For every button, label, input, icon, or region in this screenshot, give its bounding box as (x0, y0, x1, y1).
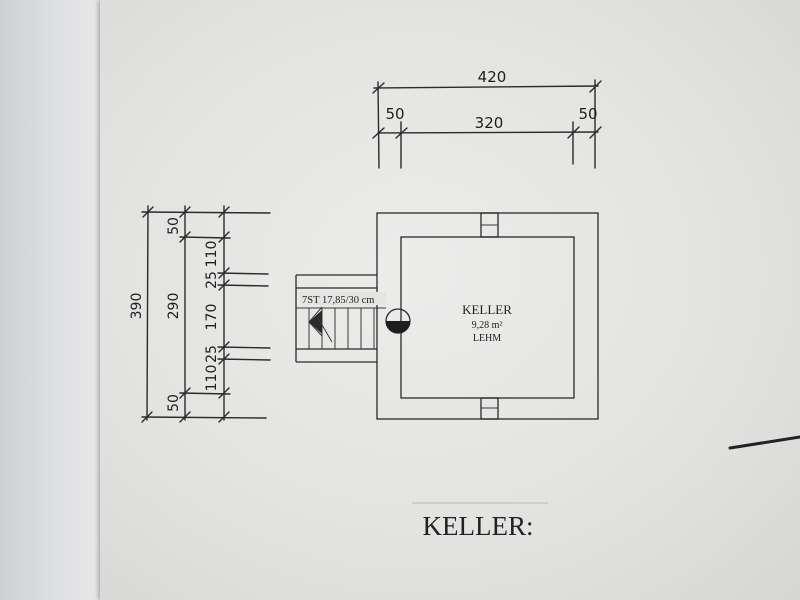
dim-left-total: 390 (129, 293, 145, 320)
room-label: KELLER 9,28 m² LEHM (462, 302, 512, 344)
room-material: LEHM (473, 333, 501, 344)
staircase: 7ST 17,85/30 cm (295, 274, 411, 363)
dim-top-right: 50 (578, 105, 597, 123)
dim-top-middle: 320 (475, 114, 504, 132)
room-name: KELLER (462, 302, 512, 317)
dim-top-left: 50 (385, 105, 404, 123)
dim-left-25-top: 25 (204, 271, 220, 289)
dim-left-170: 170 (204, 304, 220, 331)
heading-title: KELLER: (423, 511, 534, 541)
paper-sheet (100, 0, 800, 600)
plan-heading: KELLER: (412, 502, 548, 541)
dim-left-bottom: 50 (166, 394, 182, 412)
dim-left-middle: 290 (166, 293, 182, 320)
background-sheet (0, 0, 100, 600)
cellar-walls (376, 212, 599, 420)
room-area: 9,28 m² (472, 320, 503, 331)
left-dimension-chain: 390 290 50 50 110 25 170 25 110 (129, 205, 271, 423)
dim-left-top: 50 (166, 217, 182, 235)
dim-left-25-bottom: 25 (204, 345, 220, 363)
dim-left-110-bottom: 110 (204, 365, 220, 392)
stray-pen-mark (728, 435, 800, 450)
dim-left-110-top: 110 (204, 241, 220, 268)
stairs-label: 7ST 17,85/30 cm (302, 295, 374, 306)
top-dimension-chain: 420 50 320 50 (372, 68, 602, 169)
dim-top-total: 420 (478, 68, 507, 86)
